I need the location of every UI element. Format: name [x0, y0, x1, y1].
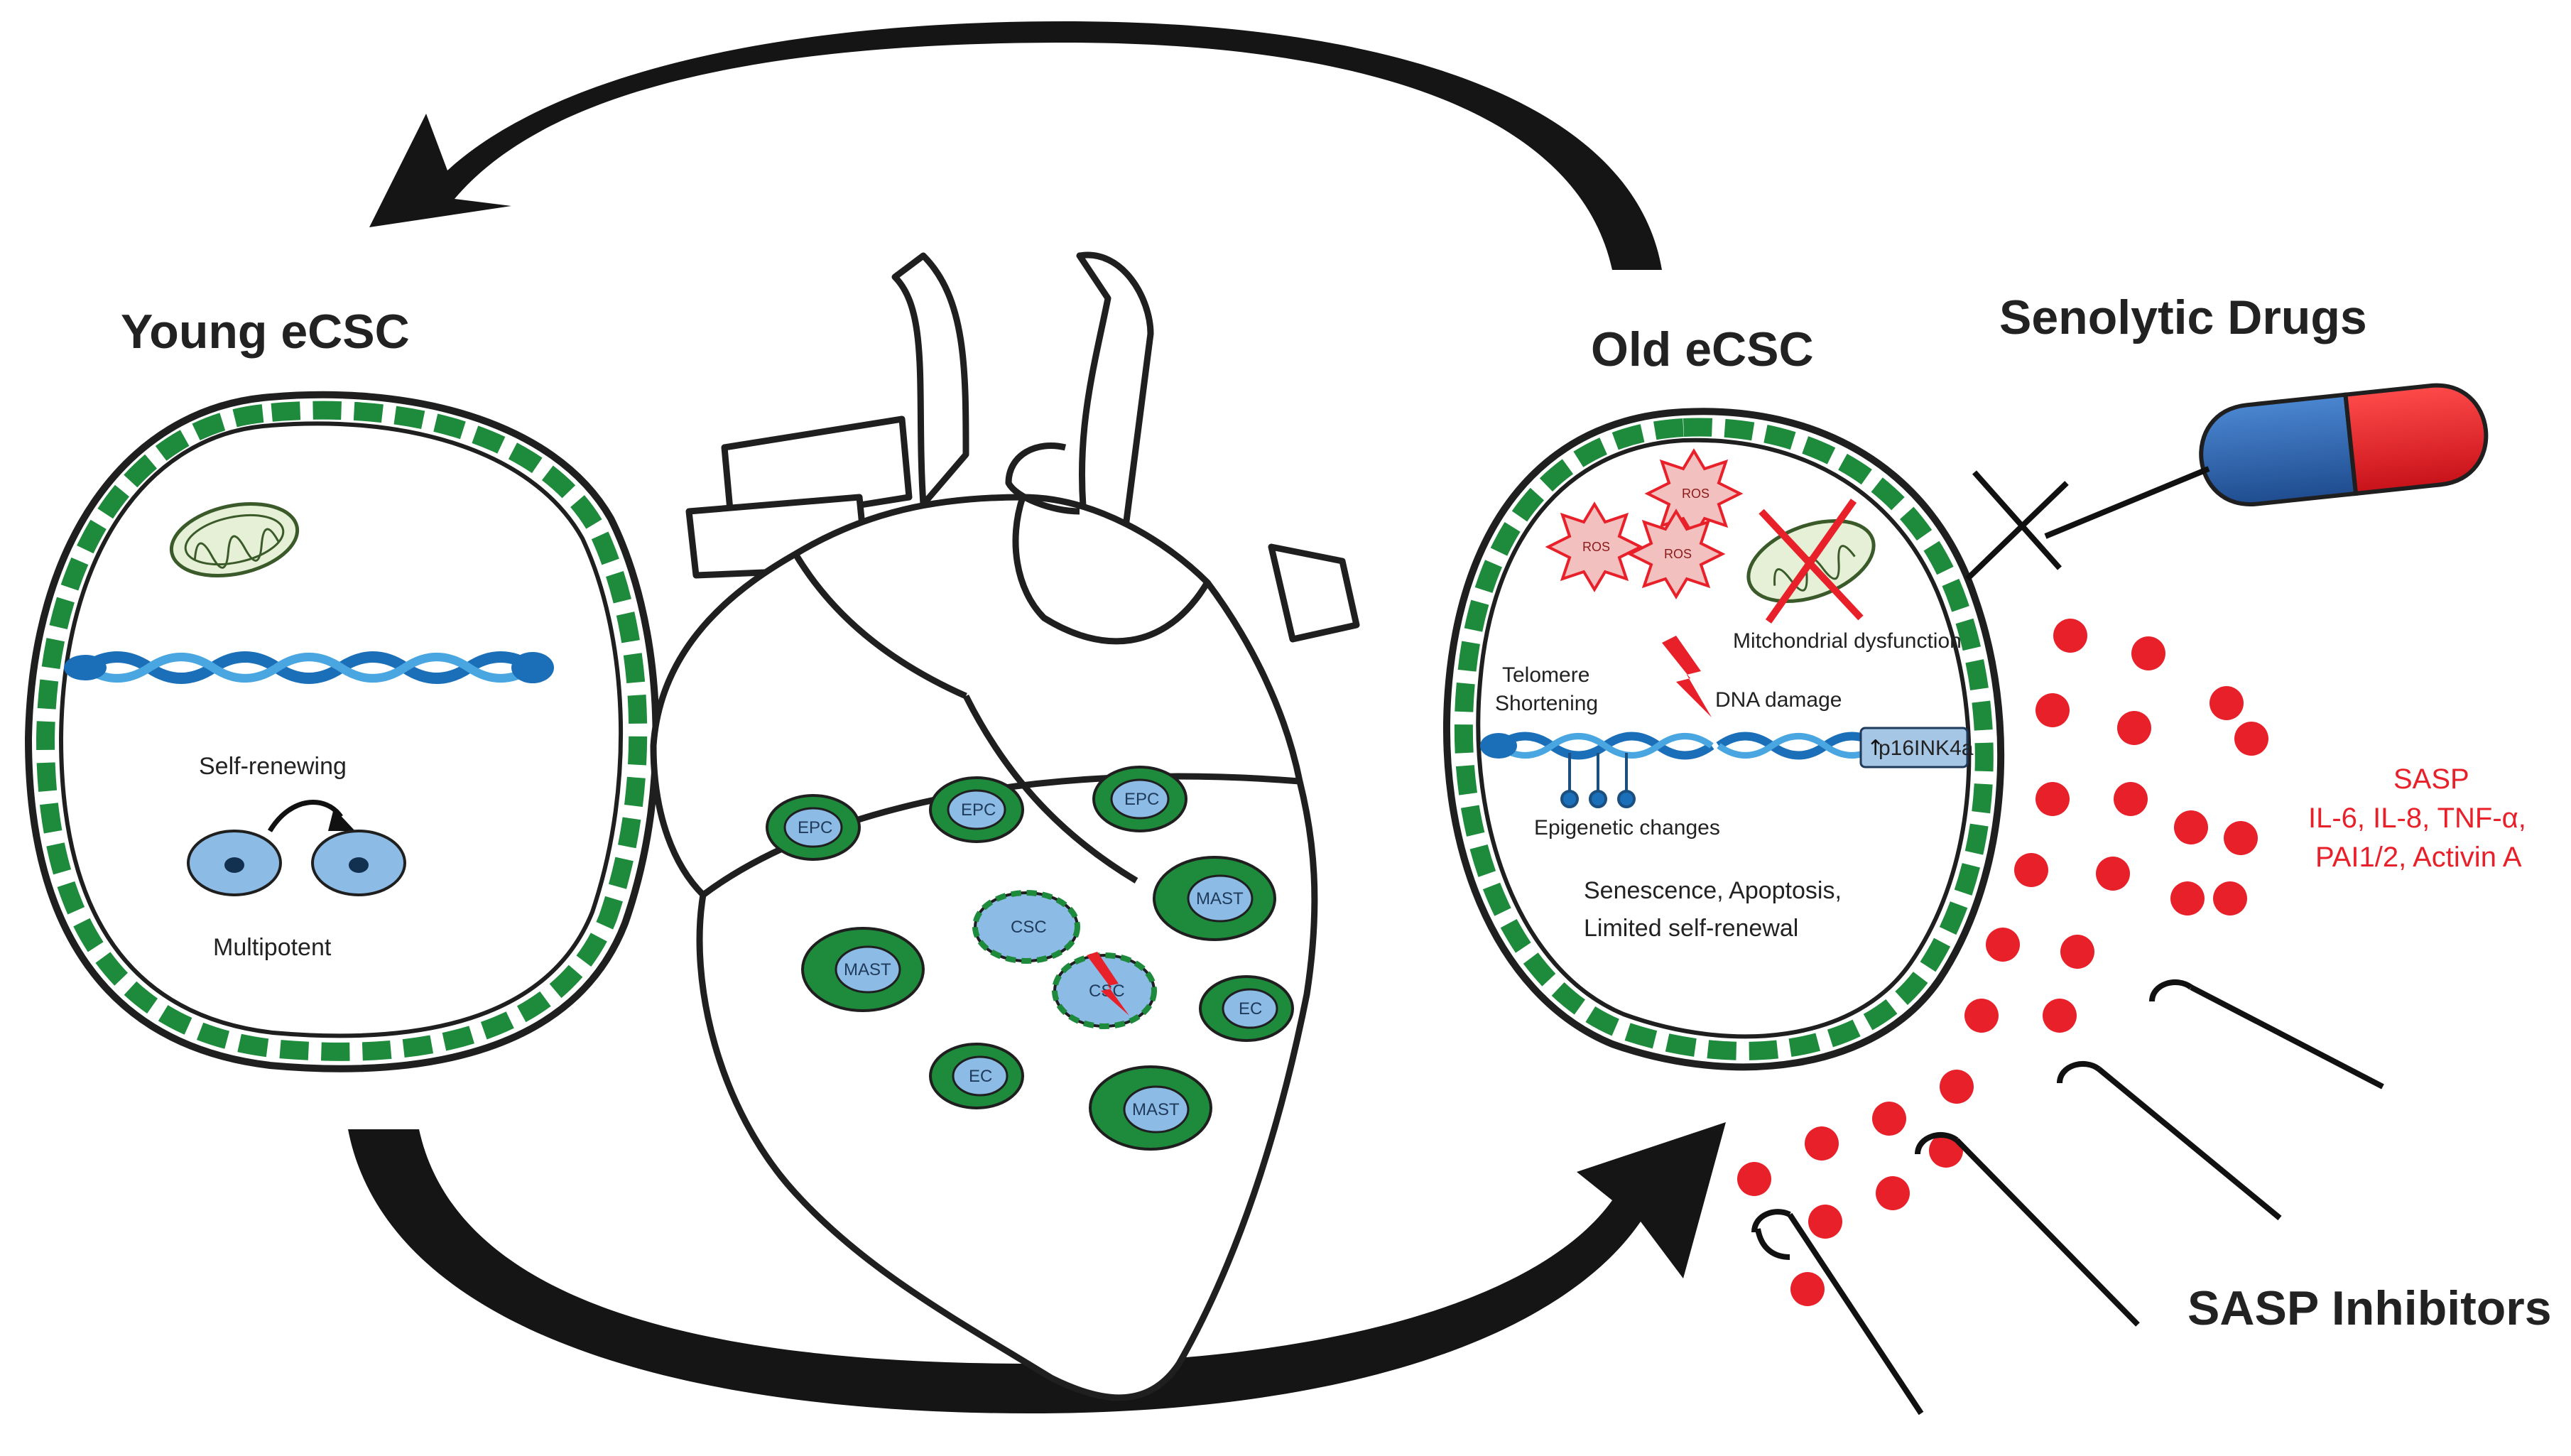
csc-label: CSC — [1011, 918, 1047, 937]
pill-capsule-icon — [2199, 383, 2489, 506]
mitochondrial-dysfunction-label: Mitchondrial dysfunction — [1733, 629, 1962, 653]
p16-box: ↑ p16INK4a — [1859, 727, 1974, 768]
outcome-line2: Limited self-renewal — [1584, 915, 1798, 942]
epigenetic-changes-label: Epigenetic changes — [1534, 816, 1720, 840]
outcome-line1: Senescence, Apoptosis, — [1584, 877, 1842, 904]
sasp-label-line3: PAI1/2, Activin A — [2315, 842, 2522, 873]
bottom-curved-arrow — [348, 1122, 1726, 1413]
heart-cell-epc-1: EPC — [766, 794, 861, 861]
dna-helix-icon — [64, 651, 554, 684]
heart-cell-mast-2: MAST — [1153, 856, 1276, 941]
heart-cell-mast-1: MAST — [801, 927, 925, 1012]
sasp-label-line1: SASP — [2393, 764, 2469, 795]
epigenetic-marks-icon — [1560, 753, 1636, 808]
ros-burst-1: ROS — [1644, 448, 1744, 539]
lightning-bolt-icon — [1087, 952, 1129, 1016]
heart-cell-mast-3: MAST — [1089, 1065, 1212, 1151]
heart-cell-ec-2: EC — [929, 1043, 1024, 1109]
sasp-dots — [1737, 619, 2268, 1306]
sasp-inhibitor-antibodies — [1751, 979, 2384, 1416]
ros-label: ROS — [1664, 547, 1692, 561]
young-stem-cell-right — [311, 830, 406, 896]
young-ecsc-title: Young eCSC — [121, 305, 410, 359]
heart-cell-csc-1: CSC — [972, 890, 1080, 964]
sasp-inhibitor-antibody-small — [1755, 1228, 1790, 1260]
young-ecsc-cell — [24, 391, 660, 1072]
dna-damage-label: DNA damage — [1715, 688, 1842, 712]
old-ecsc-title: Old eCSC — [1591, 322, 1814, 376]
self-renew-arrow-icon — [268, 800, 355, 832]
inhibition-x-mark — [1965, 466, 2210, 581]
heart-cell-ec-1: EC — [1199, 975, 1294, 1042]
ec-label: EC — [969, 1067, 992, 1086]
dysfunctional-mitochondrion-icon — [1746, 499, 1876, 624]
up-arrow-icon: ↑ — [1866, 736, 1884, 761]
ec-label: EC — [1239, 999, 1262, 1018]
heart-cell-csc-damaged: CSC — [1052, 952, 1157, 1029]
heart-cell-epc-3: EPC — [1092, 766, 1187, 832]
young-stem-cell-left — [187, 830, 282, 896]
ros-label: ROS — [1582, 540, 1610, 554]
epc-label: EPC — [961, 800, 996, 820]
sasp-inhibitors-title: SASP Inhibitors — [2187, 1281, 2552, 1335]
sasp-label-line2: IL-6, IL-8, TNF-α, — [2308, 803, 2526, 834]
ros-burst-3: ROS — [1626, 509, 1726, 599]
telomere-label-line1: Telomere — [1502, 663, 1589, 687]
mast-label: MAST — [844, 960, 891, 979]
multipotent-label: Multipotent — [213, 934, 332, 961]
telomere-label-line2: Shortening — [1495, 692, 1598, 715]
mast-label: MAST — [1132, 1100, 1180, 1119]
ros-label: ROS — [1682, 487, 1710, 501]
mast-label: MAST — [1196, 889, 1244, 908]
p16-label: p16INK4a — [1879, 737, 1974, 760]
heart-cell-epc-2: EPC — [929, 776, 1024, 843]
senolytic-drugs-title: Senolytic Drugs — [1999, 290, 2367, 344]
self-renewing-label: Self-renewing — [199, 753, 347, 780]
dna-damage-bolt-icon — [1662, 636, 1712, 717]
mitochondrion-icon — [169, 501, 300, 578]
epc-label: EPC — [1124, 790, 1159, 809]
old-dna-helix-left-icon — [1480, 732, 1714, 760]
epc-label: EPC — [798, 818, 832, 837]
top-curved-arrow — [369, 21, 1662, 270]
ros-burst-2: ROS — [1545, 501, 1644, 592]
